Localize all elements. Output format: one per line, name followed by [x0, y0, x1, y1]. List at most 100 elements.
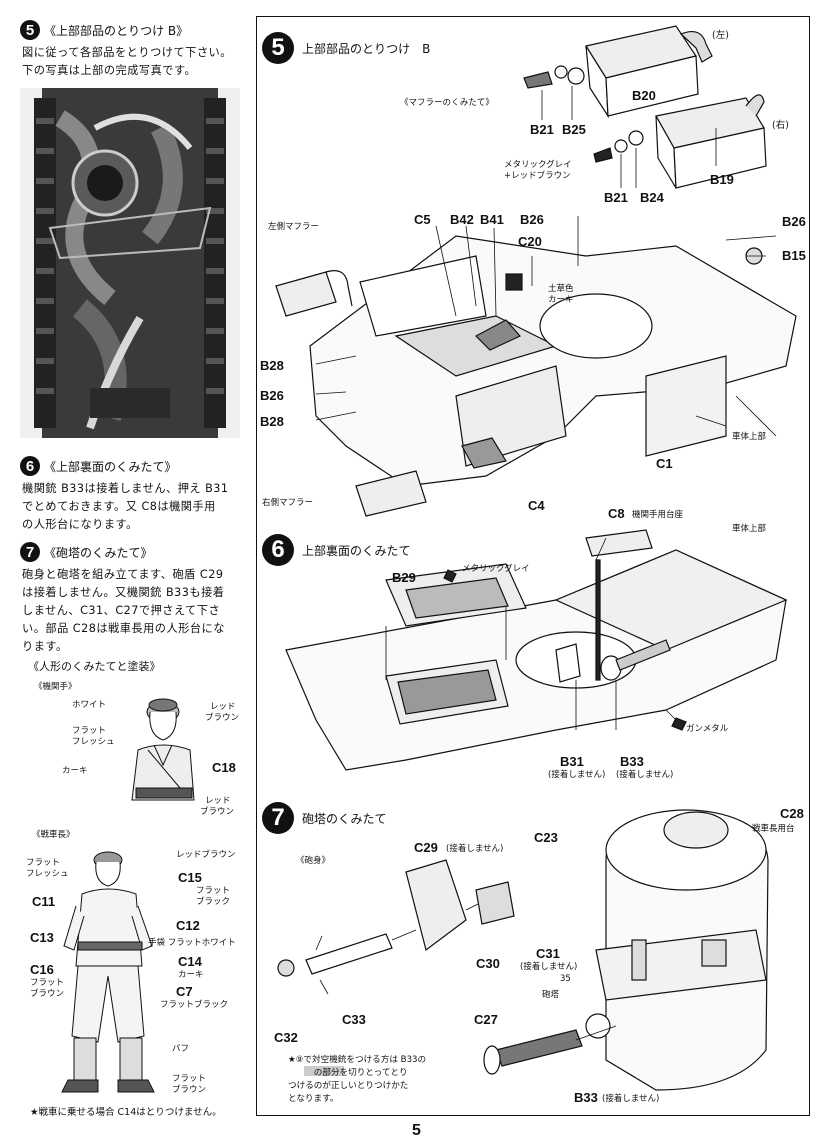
- c7-color: フラットブラック: [160, 1000, 229, 1010]
- color-white: ホワイト: [72, 700, 107, 710]
- right-muffler-label: 右側マフラー: [262, 498, 314, 508]
- text-line: 機関銃 B33は接着しません、押え B31: [22, 482, 229, 495]
- hull-top-label: 車体上部: [732, 432, 767, 442]
- color-flat-flesh-1: フラット: [72, 726, 107, 736]
- part-b26a: B26: [520, 212, 544, 227]
- color-red-1: レッド: [210, 702, 236, 712]
- note-line: つけるのが正しいとりつけかた: [288, 1081, 409, 1091]
- footnote: ★戦車に乗せる場合 C14はとりつけません。: [30, 1107, 222, 1118]
- barrel-note: 《砲身》: [296, 856, 331, 866]
- no-glue-b33: (接着しません): [616, 770, 674, 780]
- commander-figure: [61, 851, 155, 1093]
- cmd-flat-flesh-2: フレッシュ: [26, 869, 69, 879]
- part-c7: C7: [176, 984, 193, 999]
- text-line: い。部品 C28は戦車長用の人形台にな: [22, 622, 225, 635]
- part-b41: B41: [480, 212, 504, 227]
- cmd-gloves: 手袋 フラットホワイト: [148, 938, 236, 948]
- part-b26c: B26: [260, 388, 284, 403]
- left-section-7-heading: 7 《砲塔のくみたて》: [20, 542, 152, 562]
- cmd-buff: バフ: [172, 1044, 190, 1054]
- left-section-5-heading: 5 《上部部品のとりつけ B》: [20, 20, 188, 40]
- part-c8: C8: [608, 506, 625, 521]
- part-b21b: B21: [604, 190, 628, 205]
- part-b26b: B26: [782, 214, 806, 229]
- color-note-1: メタリックグレイ: [504, 160, 572, 170]
- section-title: 《砲塔のくみたて》: [44, 545, 153, 560]
- c14-color: カーキ: [178, 970, 204, 980]
- left-tag: (左): [712, 30, 729, 41]
- note-line: となります。: [288, 1094, 339, 1104]
- hull-top-label-6: 車体上部: [732, 524, 767, 534]
- text-line: 図に従って各部品をとりつけて下さい。: [22, 46, 232, 59]
- step-title: 砲塔のくみたて: [302, 811, 387, 826]
- c15-color-1: フラット: [196, 886, 231, 896]
- color-red-b1: レッド: [205, 796, 231, 806]
- small-35: 35: [560, 974, 571, 984]
- part-b42: B42: [450, 212, 474, 227]
- part-c5: C5: [414, 212, 431, 227]
- text-line: しません、C31、C27で押さえて下さ: [22, 604, 221, 617]
- part-c4: C4: [528, 498, 545, 513]
- figure-heading: 《人形のくみたてと塗装》: [28, 660, 161, 673]
- part-c31: C31: [536, 946, 560, 961]
- section-7-text: 砲身と砲塔を組み立てます、砲盾 C29 は接着しません。又機関銃 B33も接着 …: [22, 566, 225, 656]
- note-line: ★⑨で対空機銃をつける方は B33の: [288, 1055, 427, 1065]
- b33-note: (接着しません): [602, 1094, 660, 1104]
- part-c32: C32: [274, 1030, 298, 1045]
- part-b19: B19: [710, 172, 734, 187]
- step-badge: 5: [20, 20, 40, 40]
- metallic-grey: メタリックグレイ: [462, 564, 530, 574]
- part-b28a: B28: [260, 358, 284, 373]
- part-c27: C27: [474, 1012, 498, 1027]
- commander-label: 《戦車長》: [32, 830, 75, 840]
- gunner-figure: [131, 698, 195, 801]
- step-title: 上部部品のとりつけ B: [302, 41, 431, 56]
- step6-diagram: [285, 529, 788, 771]
- no-glue-b31: (接着しません): [548, 770, 606, 780]
- part-c16: C16: [30, 962, 54, 977]
- part-c1: C1: [656, 456, 673, 471]
- part-b25: B25: [562, 122, 586, 137]
- tank-photo-illustration: [20, 88, 240, 438]
- step7-diagram: [277, 809, 769, 1091]
- gunner-label: 《機関手》: [34, 682, 77, 692]
- part-b29: B29: [392, 570, 416, 585]
- text-line: は接着しません。又機関銃 B33も接着: [22, 586, 225, 599]
- c31-note: (接着しません): [520, 962, 578, 972]
- cmd-flat-flesh-1: フラット: [26, 858, 61, 868]
- step5-heading: 5 上部部品のとりつけ B: [262, 32, 430, 64]
- cmd-red-brown: レッドブラウン: [176, 850, 236, 860]
- boots-color-1: フラット: [172, 1074, 207, 1084]
- note-line: の部分を切りとってとり: [288, 1068, 408, 1078]
- color-red-b2: ブラウン: [200, 807, 235, 817]
- part-c13: C13: [30, 930, 54, 945]
- part-b21: B21: [530, 122, 554, 137]
- page-number: 5: [412, 1122, 421, 1139]
- section-5-text: 図に従って各部品をとりつけて下さい。 下の写真は上部の完成写真です。: [22, 44, 232, 80]
- color-note-2: +レッドブラウン: [504, 171, 571, 181]
- c15-color-2: ブラック: [196, 897, 231, 907]
- part-b33: B33: [620, 754, 644, 769]
- instruction-frame: [256, 16, 810, 1116]
- completed-hull-photo: [20, 88, 240, 438]
- part-c30: C30: [476, 956, 500, 971]
- part-c11: C11: [32, 894, 56, 909]
- khaki-note-2: カーキ: [548, 295, 574, 305]
- step-badge: 6: [262, 534, 294, 566]
- color-khaki: カーキ: [62, 766, 88, 776]
- part-c15: C15: [178, 870, 202, 885]
- step-badge: 7: [262, 802, 294, 834]
- section-title: 《上部部品のとりつけ B》: [44, 23, 189, 38]
- step-badge: 6: [20, 456, 40, 476]
- step-badge: 7: [20, 542, 40, 562]
- text-line: でとめておきます。又 C8は機関手用: [22, 500, 216, 513]
- c29-note: (接着しません): [446, 844, 504, 854]
- boots-color-2: ブラウン: [172, 1085, 207, 1095]
- part-b15: B15: [782, 248, 806, 263]
- c8-note: 機関手用台座: [632, 510, 684, 520]
- part-c12: C12: [176, 918, 200, 933]
- star-note: ★⑨で対空機銃をつける方は B33の の部分を切りとってとり つけるのが正しいと…: [288, 1054, 426, 1106]
- muffler-note: 《マフラーのくみたて》: [400, 98, 494, 108]
- c16-color-2: ブラウン: [30, 989, 65, 999]
- part-c33: C33: [342, 1012, 366, 1027]
